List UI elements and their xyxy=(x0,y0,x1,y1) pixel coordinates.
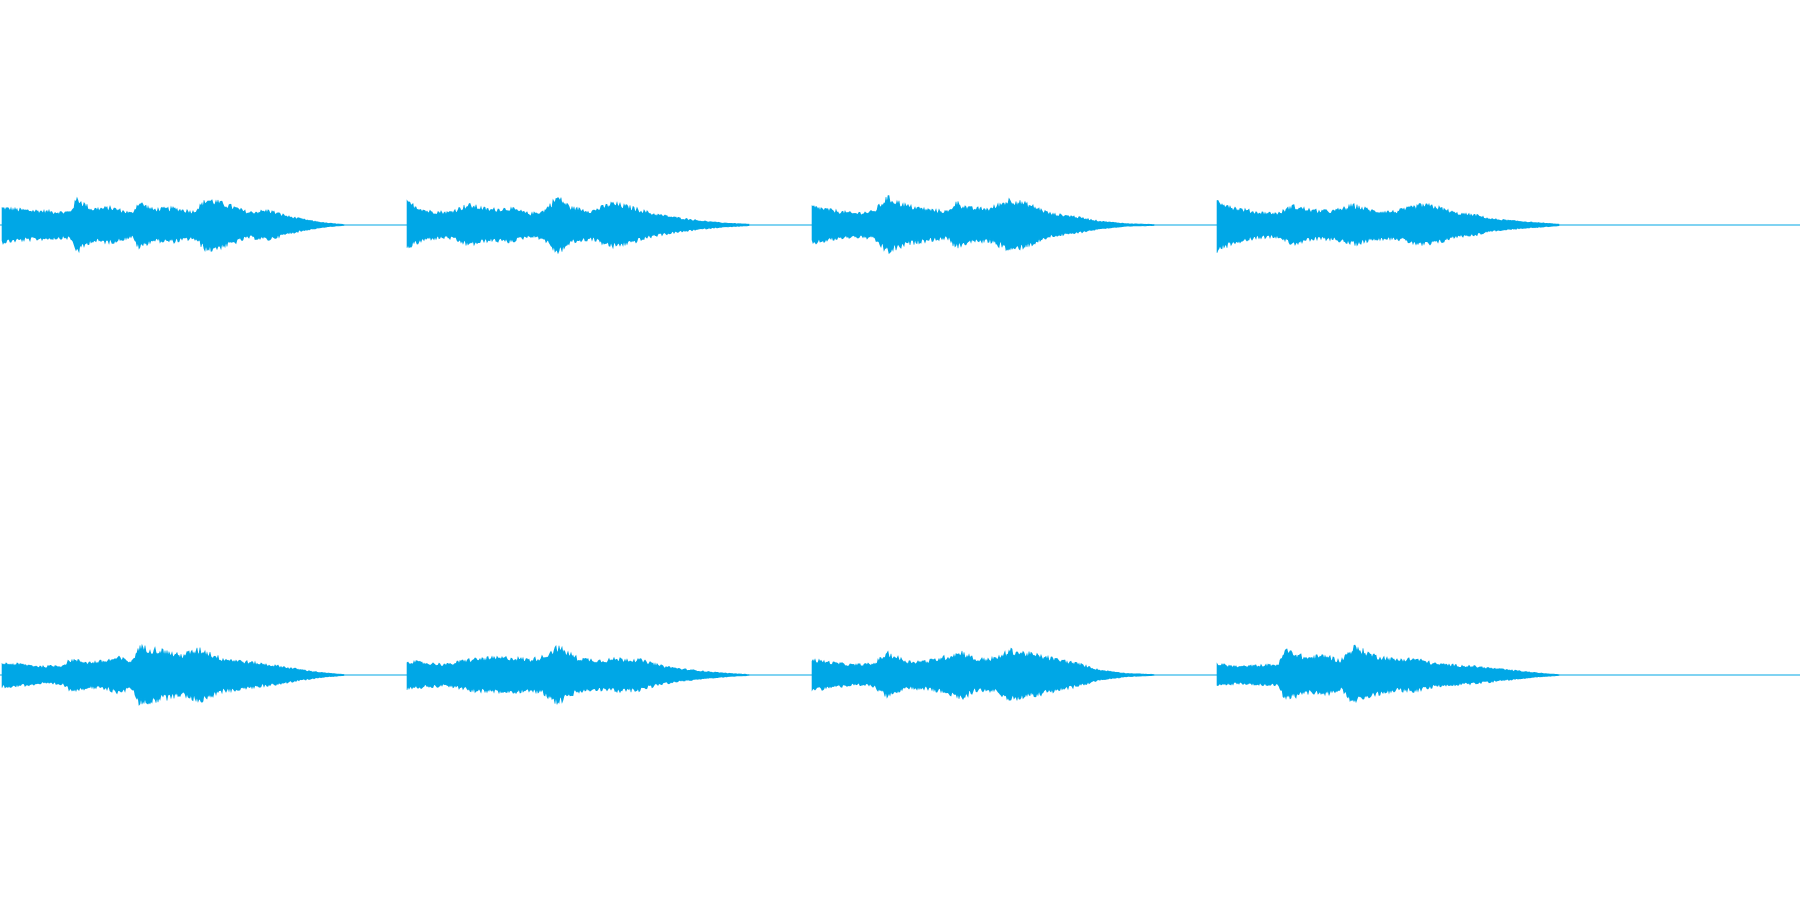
waveform-clip[interactable] xyxy=(1216,200,1560,253)
waveform-clip[interactable] xyxy=(1,196,345,254)
channel-1 xyxy=(0,195,1800,255)
waveform-clip[interactable] xyxy=(406,197,750,255)
waveform-clip[interactable] xyxy=(811,195,1155,255)
waveform-clip[interactable] xyxy=(406,645,750,705)
channel-2 xyxy=(0,643,1800,706)
waveform-clip[interactable] xyxy=(811,647,1155,701)
waveform-clip[interactable] xyxy=(1216,644,1560,704)
channels-layer xyxy=(0,195,1800,706)
waveform-clip[interactable] xyxy=(1,643,345,706)
